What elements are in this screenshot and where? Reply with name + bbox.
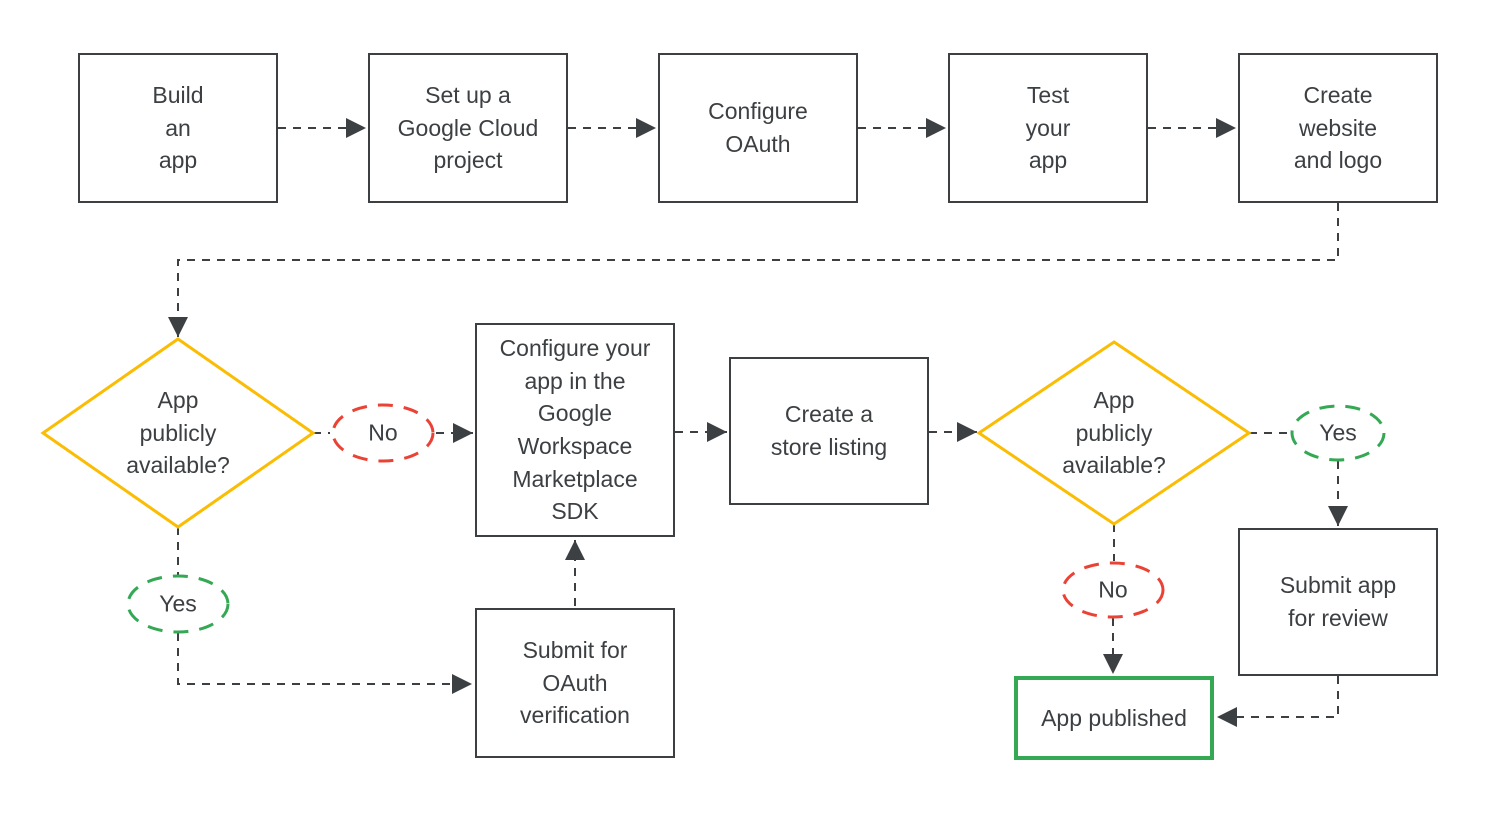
- connectors-group: [168, 118, 1348, 727]
- no-1-oval: [331, 403, 435, 463]
- node-oauth-verification-label: Submit for OAuth verification: [520, 637, 630, 729]
- node-cloud-project: Set up a Google Cloud project: [368, 53, 568, 203]
- node-store-listing: Create a store listing: [729, 357, 929, 505]
- decision-1-diamond: [40, 337, 316, 529]
- node-store-listing-label: Create a store listing: [770, 401, 888, 460]
- node-marketplace-sdk-label: Configure your app in the Google Workspa…: [499, 335, 651, 525]
- node-website-logo: Create website and logo: [1238, 53, 1438, 203]
- node-cloud-project-label: Set up a Google Cloud project: [397, 82, 539, 174]
- yes-2-oval: [1290, 404, 1386, 462]
- node-marketplace-sdk: Configure your app in the Google Workspa…: [475, 323, 675, 537]
- node-submit-review-label: Submit app for review: [1279, 572, 1397, 631]
- node-build-app: Build an app: [78, 53, 278, 203]
- node-app-published-label: App published: [1041, 704, 1187, 731]
- node-test-app-label: Test your app: [1025, 82, 1071, 174]
- edge-yes-to-verification: [177, 633, 472, 694]
- edge-website-to-decision1: [168, 203, 1339, 337]
- node-test-app: Test your app: [948, 53, 1148, 203]
- node-configure-oauth-label: Configure OAuth: [708, 98, 808, 157]
- no-2-oval: [1061, 561, 1165, 619]
- node-oauth-verification: Submit for OAuth verification: [475, 608, 675, 758]
- node-website-logo-label: Create website and logo: [1293, 82, 1383, 174]
- node-configure-oauth: Configure OAuth: [658, 53, 858, 203]
- node-build-app-label: Build an app: [152, 82, 204, 174]
- edge-review-to-published: [1217, 676, 1339, 727]
- yes-1-oval: [126, 574, 230, 634]
- node-app-published: App published: [1014, 676, 1214, 760]
- node-submit-review: Submit app for review: [1238, 528, 1438, 676]
- decision-2-diamond: [976, 340, 1252, 526]
